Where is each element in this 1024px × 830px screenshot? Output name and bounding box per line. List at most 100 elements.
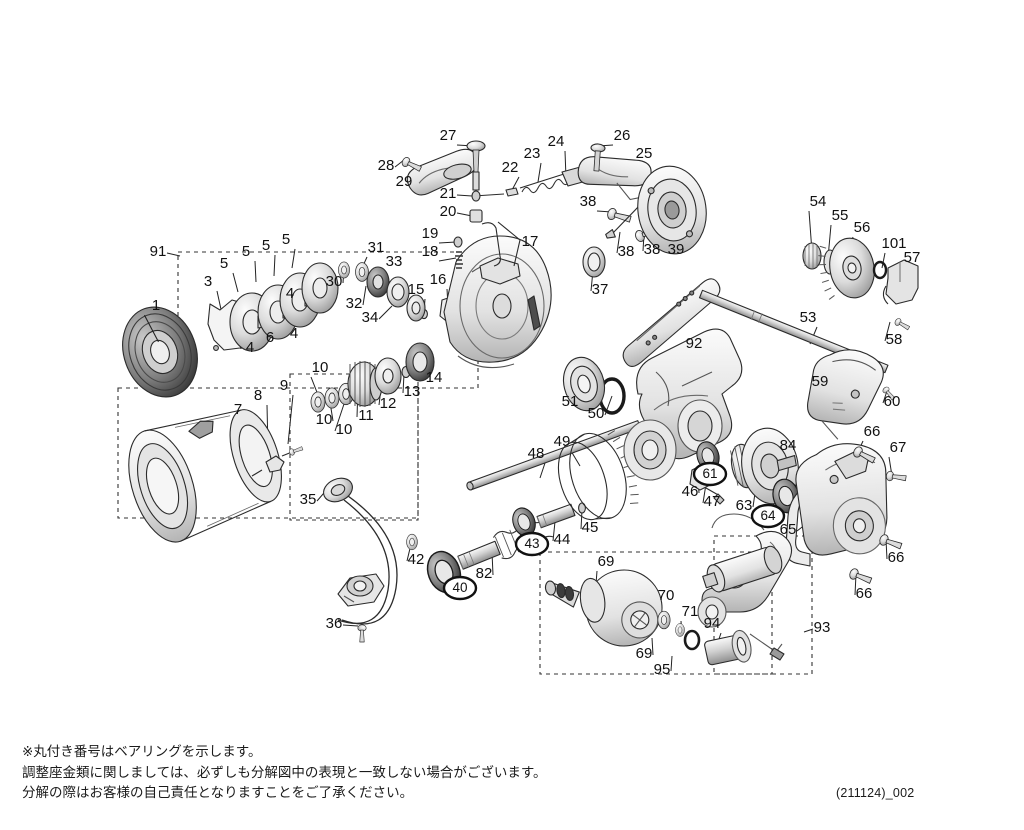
leader-line-23 [537,162,542,183]
callout-91: 91 [150,243,167,260]
part-10-14-gear-stack [310,342,435,413]
callout-18: 18 [422,243,439,260]
callout-20: 20 [440,203,457,220]
part-29-arm-cover [406,148,479,196]
part-23-spring [519,173,571,194]
callout-10: 10 [312,359,329,376]
callout-14: 14 [426,369,443,386]
leader-line-21 [456,194,473,197]
callout-66: 66 [864,423,881,440]
leader-line-10 [334,403,345,432]
group-boundary-44 [539,551,773,675]
callout-66: 66 [856,585,873,602]
callout-61: 61 [702,466,717,481]
part-49-oscillating-gear [557,430,639,521]
callout-47: 47 [704,493,721,510]
callout-33: 33 [386,253,403,270]
leader-line-91 [166,252,181,257]
leader-line-9 [287,394,294,445]
callout-66: 66 [888,549,905,566]
callout-6: 6 [266,329,274,346]
callout-3: 3 [204,273,212,290]
part-27-bail-screw [466,140,486,191]
leader-line-5 [232,272,239,293]
line-roller [337,573,385,607]
callout-64: 64 [760,508,776,523]
callout-57: 57 [904,249,921,266]
part-40-82-worm-shaft [406,504,554,598]
callout-12: 12 [380,395,397,412]
leader-line-18 [438,257,457,262]
part-illustrations [122,140,919,666]
callout-29: 29 [396,173,413,190]
bearing-marker-64 [750,503,786,529]
callout-1: 1 [152,297,160,314]
callout-16: 16 [430,271,447,288]
callout-44: 44 [554,531,571,548]
callout-5: 5 [242,243,250,260]
callout-71: 71 [682,603,699,620]
callout-50: 50 [588,405,605,422]
leader-line-5 [254,260,257,283]
callout-51: 51 [562,393,579,410]
callout-53: 53 [800,309,817,326]
footnote-line-1: ※丸付き番号はベアリングを示します。 [22,744,262,760]
callout-48: 48 [528,445,545,462]
callout-55: 55 [832,207,849,224]
callout-34: 34 [362,309,379,326]
callout-8: 8 [254,387,262,404]
callout-38: 38 [644,241,661,258]
part-18-19-spring [453,236,463,269]
callout-30: 30 [326,273,343,290]
callout-67: 67 [890,439,907,456]
callout-4: 4 [290,325,298,342]
bearing-marker-40 [442,575,478,601]
group-boundary-spool-body [117,387,419,519]
callout-21: 21 [440,185,457,202]
leader-line-34 [378,305,393,320]
part-54-58-oscillation-gear [802,237,919,332]
callout-69: 69 [598,553,615,570]
footnote-line-2: 調整座金類に関しましては、必ずしも分解図中の表現と一致しない場合がございます。 [22,764,547,781]
callout-93: 93 [814,619,831,636]
leader-line-69 [651,637,654,656]
part-92-body-frame [622,278,743,481]
leader-line-48 [539,462,546,479]
callout-28: 28 [378,157,395,174]
callout-82: 82 [476,565,493,582]
callout-11: 11 [358,407,374,424]
callout-31: 31 [368,239,385,256]
leader-line-58 [884,321,891,342]
leader-line-32 [362,285,367,306]
callout-32: 32 [346,295,363,312]
part-94-knob-base [704,629,752,666]
callout-24: 24 [548,133,565,150]
callout-27: 27 [440,127,457,144]
part-17-rotor [443,235,552,369]
callout-59: 59 [812,373,829,390]
callout-15: 15 [408,281,425,298]
callout-70: 70 [658,587,675,604]
callout-37: 37 [592,281,609,298]
callout-40: 40 [452,580,467,595]
callout-4: 4 [246,339,254,356]
callout-49: 49 [554,433,571,450]
part-37-39-rotor-fasteners [582,165,707,278]
callout-38: 38 [580,193,597,210]
part-1-spool-cap [122,306,198,398]
part-56-drive-gear [818,237,875,300]
callout-84: 84 [780,437,797,454]
callout-39: 39 [668,241,685,258]
callout-22: 22 [502,159,519,176]
bearing-marker-61 [692,461,728,487]
callout-9: 9 [280,377,288,394]
document-code: (211124)_002 [836,786,915,800]
callout-46: 46 [682,483,699,500]
footnotes: ※丸付き番号はベアリングを示します。 調整座金類に関しましては、必ずしも分解図中… [22,742,722,804]
leader-line-101 [881,252,886,269]
leader-line-38 [616,231,621,254]
leader-line-93 [803,628,814,633]
callout-56: 56 [854,219,871,236]
